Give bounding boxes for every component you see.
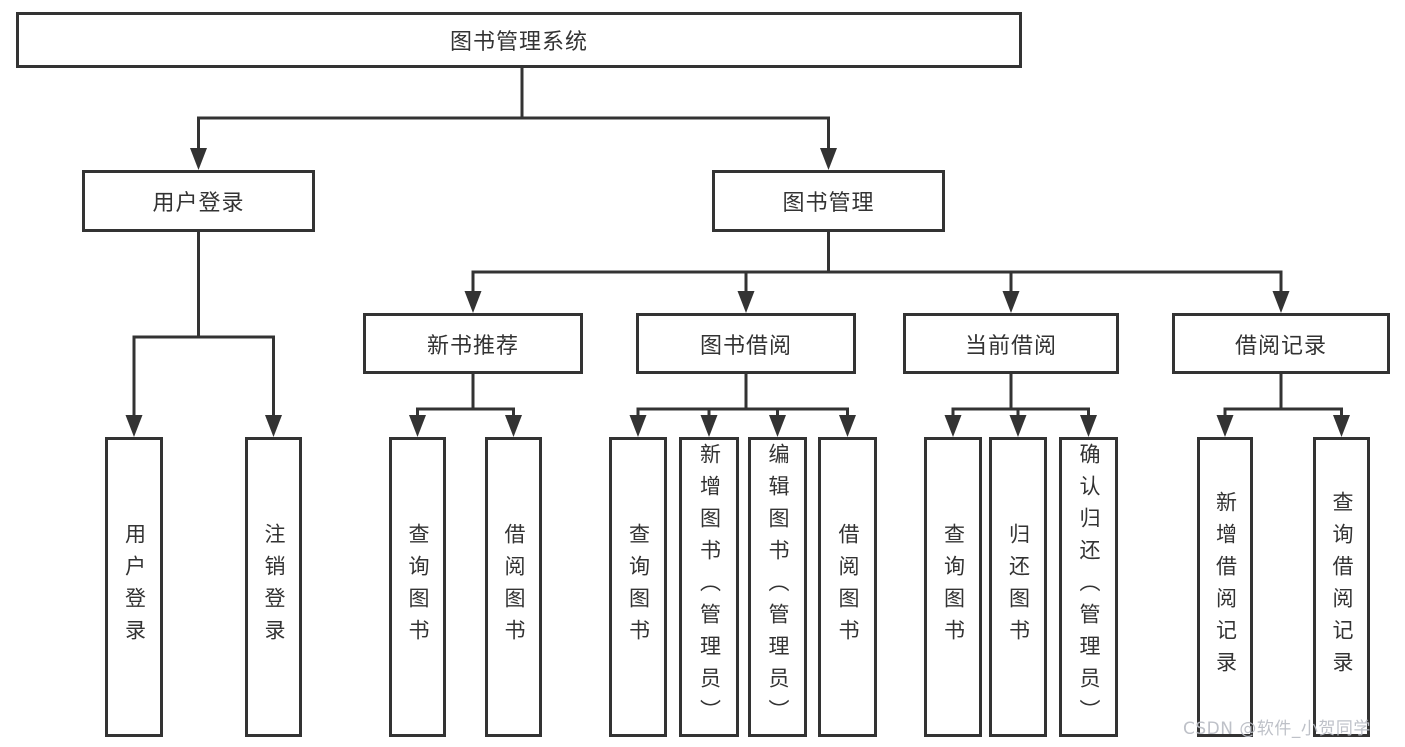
node-add-borrow-record: 新增借阅记录 [1197, 437, 1253, 737]
node-label: 新增图书（管理员） [697, 443, 722, 731]
node-label: 归还图书 [1006, 523, 1031, 651]
node-label: 图书管理 [782, 191, 875, 216]
node-label: 编辑图书（管理员） [766, 443, 790, 731]
node-book-borrow: 图书借阅 [636, 313, 856, 374]
node-label: 查询借阅记录 [1330, 491, 1354, 683]
node-user-login-leaf: 用户登录 [105, 437, 163, 737]
node-label: 用户登录 [152, 191, 245, 216]
node-user-login: 用户登录 [82, 170, 315, 232]
node-borrow-records: 借阅记录 [1172, 313, 1390, 374]
node-label: 新书推荐 [426, 333, 519, 359]
node-query-borrow-record: 查询借阅记录 [1313, 437, 1370, 737]
node-label: 当前借阅 [964, 333, 1057, 359]
node-query-books-recommend: 查询图书 [389, 437, 446, 737]
arrowheads [125, 148, 1350, 437]
node-library-management-system: 图书管理系统 [16, 12, 1022, 68]
node-label: 注销登录 [262, 523, 286, 651]
node-label: 图书借阅 [699, 333, 792, 359]
node-label: 新增借阅记录 [1213, 491, 1238, 683]
node-query-books-borrow: 查询图书 [609, 437, 667, 737]
node-logout: 注销登录 [245, 437, 302, 737]
node-borrow-books-recommend: 借阅图书 [485, 437, 542, 737]
node-label: 查询图书 [406, 523, 430, 651]
node-label: 查询图书 [941, 523, 966, 651]
node-current-borrow: 当前借阅 [903, 313, 1119, 374]
node-label: 用户登录 [122, 523, 147, 651]
node-label: 确认归还（管理员） [1077, 443, 1101, 731]
node-label: 借阅图书 [502, 523, 526, 651]
node-book-management: 图书管理 [712, 170, 945, 232]
node-label: 图书管理系统 [449, 30, 588, 55]
csdn-watermark: CSDN @软件_小贺同学 [1183, 719, 1371, 739]
node-label: 借阅记录 [1234, 333, 1327, 359]
node-borrow-book: 借阅图书 [818, 437, 877, 737]
node-new-book-recommend: 新书推荐 [363, 313, 583, 374]
node-label: 借阅图书 [836, 523, 860, 651]
node-label: 查询图书 [626, 523, 651, 651]
node-edit-book-admin: 编辑图书（管理员） [748, 437, 807, 737]
node-add-book-admin: 新增图书（管理员） [679, 437, 739, 737]
node-confirm-return-admin: 确认归还（管理员） [1059, 437, 1118, 737]
node-return-book: 归还图书 [989, 437, 1047, 737]
node-query-books-current: 查询图书 [924, 437, 982, 737]
